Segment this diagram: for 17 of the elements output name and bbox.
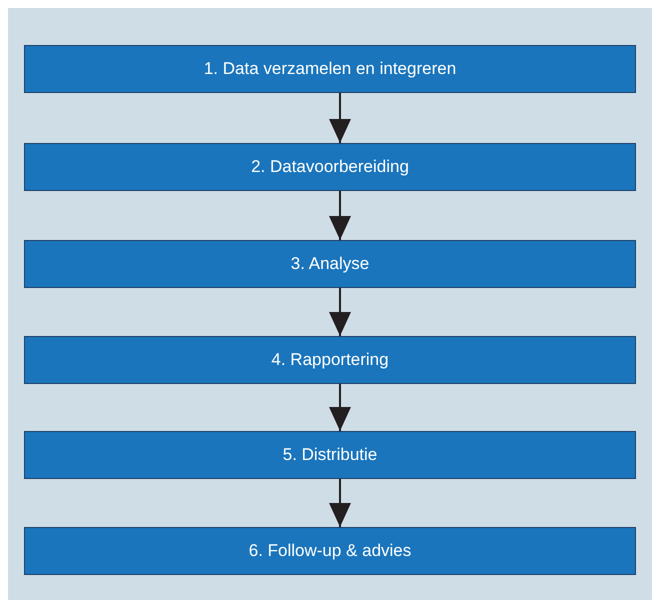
- step-label: 2. Datavoorbereiding: [251, 156, 409, 178]
- arrow: [329, 93, 351, 143]
- arrow: [329, 384, 351, 431]
- arrow: [329, 191, 351, 240]
- step-label: 1. Data verzamelen en integreren: [204, 58, 456, 80]
- step-label: 4. Rapportering: [271, 349, 389, 372]
- process-box: [24, 143, 636, 191]
- arrow: [329, 479, 351, 527]
- process-box: [24, 336, 636, 384]
- process-box: [24, 431, 636, 479]
- step-label: 3. Analyse: [290, 253, 370, 276]
- process-box: [24, 45, 636, 93]
- process-box: [24, 240, 636, 288]
- process-box: [24, 527, 636, 575]
- step-label: 5. Distributie: [282, 444, 378, 466]
- arrow: [329, 288, 351, 336]
- step-label: 6. Follow-up & advies: [248, 540, 412, 562]
